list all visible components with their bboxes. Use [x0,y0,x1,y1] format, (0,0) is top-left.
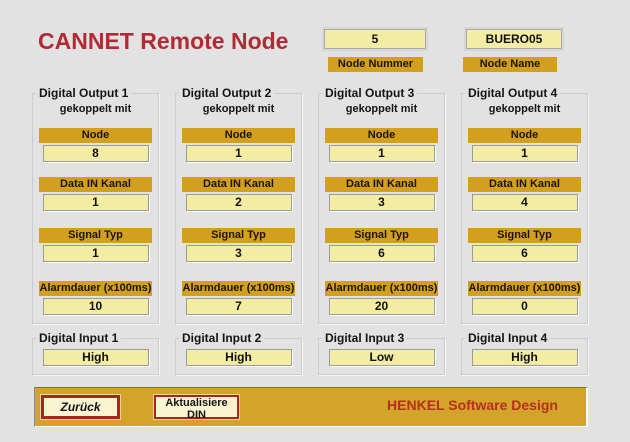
footer-bar: Zurück Aktualisiere DIN HENKEL Software … [34,387,588,427]
node-number-field[interactable]: 5 [324,29,426,49]
signal-typ-label: Signal Typ [182,228,295,243]
output-1-alarm-field[interactable]: 10 [42,298,149,315]
data-in-kanal-label: Data IN Kanal [182,177,295,192]
digital-output-2-title: Digital Output 2 [182,86,272,100]
output-1-signal-field[interactable]: 1 [42,245,149,262]
back-button[interactable]: Zurück [40,394,121,420]
node-name-field[interactable]: BUERO05 [466,29,562,49]
digital-input-2-group: Digital Input 2 High [175,331,302,375]
node-number-label: Node Nummer [328,57,423,72]
node-label: Node [468,128,581,143]
output-4-data-in-field[interactable]: 4 [471,194,578,211]
data-in-kanal-label: Data IN Kanal [468,177,581,192]
output-2-signal-field[interactable]: 3 [185,245,292,262]
signal-typ-label: Signal Typ [325,228,438,243]
alarmdauer-label: Alarmdauer (x100ms) [39,281,152,296]
alarmdauer-label: Alarmdauer (x100ms) [468,281,581,296]
digital-input-1-group: Digital Input 1 High [32,331,159,375]
alarmdauer-label: Alarmdauer (x100ms) [182,281,295,296]
digital-input-4-group: Digital Input 4 High [461,331,588,375]
output-4-node-field[interactable]: 1 [471,145,578,162]
signal-typ-label: Signal Typ [468,228,581,243]
output-3-signal-field[interactable]: 6 [328,245,435,262]
coupled-with-label: gekoppelt mit [59,103,132,115]
output-3-alarm-field[interactable]: 20 [328,298,435,315]
alarmdauer-label: Alarmdauer (x100ms) [325,281,438,296]
page-title: CANNET Remote Node [38,28,289,54]
output-4-signal-field[interactable]: 6 [471,245,578,262]
node-label: Node [325,128,438,143]
output-2-alarm-field[interactable]: 7 [185,298,292,315]
node-label: Node [182,128,295,143]
coupled-with-label: gekoppelt mit [488,103,561,115]
digital-output-2-group: Digital Output 2 gekoppelt mit Node 1 Da… [175,86,302,324]
output-1-node-field[interactable]: 8 [42,145,149,162]
output-3-data-in-field[interactable]: 3 [328,194,435,211]
input-4-state-field: High [471,349,578,366]
output-2-node-field[interactable]: 1 [185,145,292,162]
digital-output-1-group: Digital Output 1 gekoppelt mit Node 8 Da… [32,86,159,324]
output-4-alarm-field[interactable]: 0 [471,298,578,315]
brand-text: HENKEL Software Design [387,397,558,413]
input-2-state-field: High [185,349,292,366]
coupled-with-label: gekoppelt mit [345,103,418,115]
data-in-kanal-label: Data IN Kanal [39,177,152,192]
digital-output-1-title: Digital Output 1 [39,86,129,100]
signal-typ-label: Signal Typ [39,228,152,243]
output-3-node-field[interactable]: 1 [328,145,435,162]
digital-output-3-title: Digital Output 3 [325,86,415,100]
input-1-state-field: High [42,349,149,366]
digital-input-3-group: Digital Input 3 Low [318,331,445,375]
node-label: Node [39,128,152,143]
digital-output-3-group: Digital Output 3 gekoppelt mit Node 1 Da… [318,86,445,324]
digital-input-3-title: Digital Input 3 [325,331,405,345]
coupled-with-label: gekoppelt mit [202,103,275,115]
input-3-state-field: Low [328,349,435,366]
data-in-kanal-label: Data IN Kanal [325,177,438,192]
output-1-data-in-field[interactable]: 1 [42,194,149,211]
digital-input-4-title: Digital Input 4 [468,331,548,345]
node-name-label: Node Name [463,57,557,72]
digital-input-2-title: Digital Input 2 [182,331,262,345]
digital-output-4-title: Digital Output 4 [468,86,558,100]
update-din-button[interactable]: Aktualisiere DIN [153,394,240,421]
output-2-data-in-field[interactable]: 2 [185,194,292,211]
digital-output-4-group: Digital Output 4 gekoppelt mit Node 1 Da… [461,86,588,324]
digital-input-1-title: Digital Input 1 [39,331,119,345]
